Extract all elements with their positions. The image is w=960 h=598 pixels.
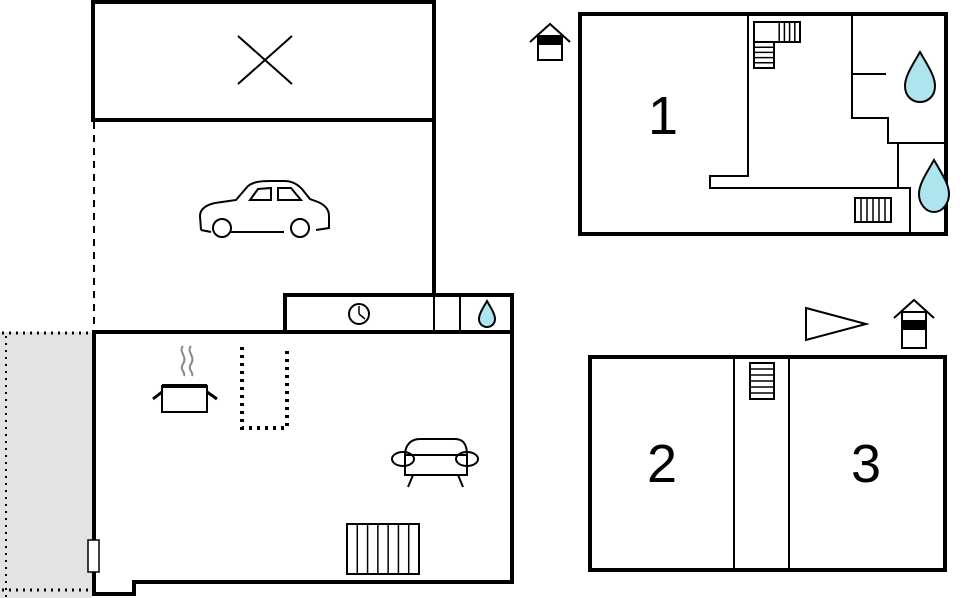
stairs-icon [749, 362, 775, 400]
car-icon [198, 180, 330, 238]
entrance-door [87, 539, 100, 573]
floor-2: 2 3 [588, 298, 947, 572]
kitchen-counter [240, 347, 289, 430]
clock-icon [348, 303, 370, 325]
terrace [0, 331, 92, 598]
no-access-cross-icon [237, 35, 293, 85]
stairs-icon [346, 523, 420, 575]
cooking-pot-icon [152, 345, 218, 413]
room-number-2: 2 [647, 434, 677, 494]
water-drop-icon [917, 157, 951, 214]
compass-arrow-icon [805, 306, 870, 342]
utility-strip [283, 293, 514, 333]
water-drop-icon [903, 49, 937, 104]
room-number-3: 3 [851, 434, 881, 494]
house-level-icon [529, 22, 571, 61]
room-number-1: 1 [648, 86, 678, 146]
armchair-icon [391, 438, 479, 488]
stairs-icon [753, 21, 801, 69]
carport [93, 120, 436, 332]
ground-floor [0, 0, 514, 598]
no-access-area [91, 0, 436, 122]
house-level-icon [893, 298, 935, 349]
living-area-walls [92, 330, 514, 596]
water-drop-icon [477, 298, 497, 329]
floor-1: 1 [529, 12, 951, 236]
stairs-icon [854, 197, 892, 223]
